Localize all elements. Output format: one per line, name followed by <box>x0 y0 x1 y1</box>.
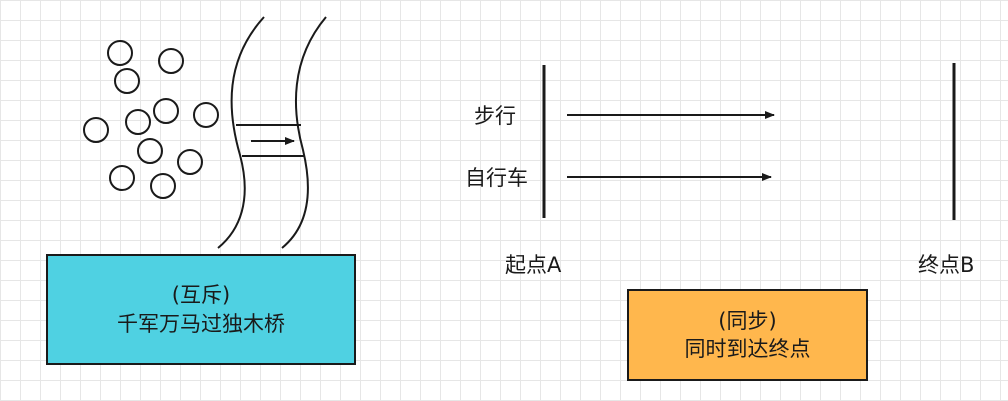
start-label: 起点A <box>505 253 562 277</box>
crowd-circle <box>83 117 109 143</box>
lane-label-walking: 步行 <box>474 104 516 128</box>
end-label: 终点B <box>918 253 975 277</box>
mutex-box: (互斥) 千军万马过独木桥 <box>46 254 356 365</box>
sync-caption: 同时到达终点 <box>684 337 811 361</box>
crowd-circles <box>83 40 219 199</box>
crowd-circle <box>158 48 184 74</box>
lane-label-bicycle: 自行车 <box>465 166 528 190</box>
crowd-circle <box>150 173 176 199</box>
crowd-circle <box>125 109 151 135</box>
river-bank-left <box>217 16 265 249</box>
crowd-circle <box>114 68 140 94</box>
crowd-circle <box>107 40 133 66</box>
sync-title: (同步) <box>718 308 777 333</box>
crowd-circle <box>193 102 219 128</box>
mutex-caption: 千军万马过独木桥 <box>117 311 285 336</box>
crowd-circle <box>137 138 163 164</box>
crowd-circle <box>153 98 179 124</box>
crowd-circle <box>177 149 203 175</box>
river-bank-right <box>281 16 327 249</box>
crowd-circle <box>109 165 135 191</box>
sync-box: (同步) 同时到达终点 <box>627 289 868 381</box>
mutex-title: (互斥) <box>171 283 231 308</box>
